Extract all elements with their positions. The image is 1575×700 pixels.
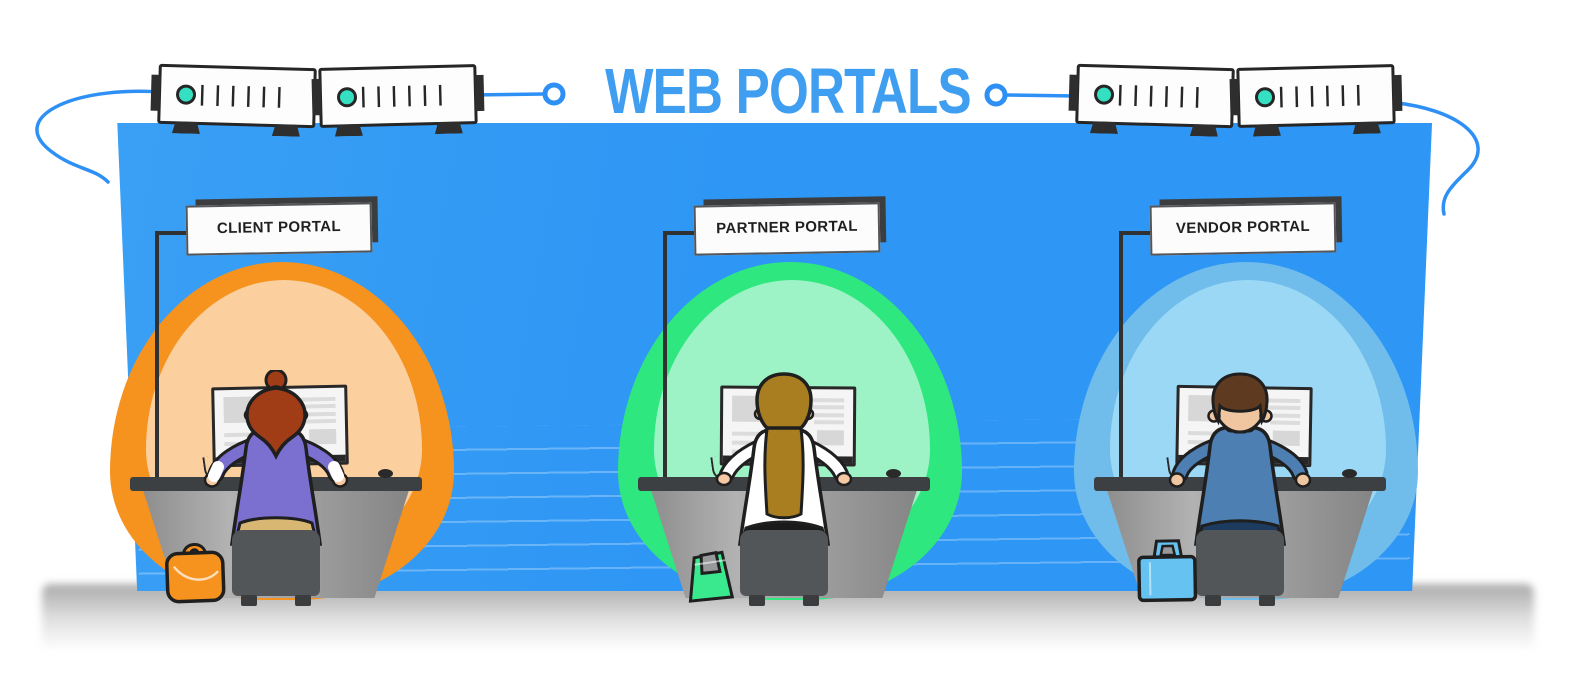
hair [755,372,813,430]
torso [230,428,322,546]
server-foot [1190,124,1218,137]
portal-scene-partner: PARTNER PORTAL [554,200,1014,612]
shopping-bag-green [688,550,735,603]
sign-client-portal: CLIENT PORTAL [185,202,373,256]
page-title: WEB PORTALS [604,55,972,127]
shopping-bag-orange [165,543,226,604]
person-client [203,370,349,546]
cuff [208,461,224,482]
sign-partner-portal: PARTNER PORTAL [693,202,881,256]
sign-pole [663,232,667,479]
server-side-tab [311,78,322,116]
hand [1168,472,1186,488]
hair [1211,372,1269,426]
cuff [328,461,344,482]
server-rack-left: |||||| |||||| [150,63,485,128]
server-side-tab [1392,74,1403,112]
server-foot [1353,121,1381,134]
sign-pole [1119,232,1123,479]
power-led-icon [1254,87,1276,108]
vent-lines-icon: |||||| [1275,82,1369,110]
hand [835,471,853,487]
server-unit: |||||| [1068,63,1242,128]
vent-lines-icon: |||||| [196,82,290,111]
power-led-icon [175,84,197,105]
sign-label: VENDOR PORTAL [1175,217,1311,238]
person-partner [715,372,853,546]
hand [715,471,733,487]
chair [740,530,828,606]
person-vendor [1168,372,1312,546]
power-led-icon [336,87,358,108]
chair [232,530,320,606]
power-led-icon [1093,84,1115,105]
computer-mouse [378,469,393,478]
server-foot [335,124,363,137]
connector-node-icon [542,82,566,106]
server-rack-right: |||||| |||||| [1068,63,1403,128]
server-foot [1090,121,1118,134]
server-side-tab [1068,74,1079,111]
chair [1196,530,1284,606]
computer-mouse [1342,469,1357,478]
server-side-tab [1229,78,1240,116]
server-unit: |||||| [1229,64,1403,128]
sign-arm [663,231,697,235]
portal-scene-client: CLIENT PORTAL [46,200,506,612]
server-side-tab [150,74,161,111]
shopping-bag-blue [1137,539,1198,603]
server-foot [272,124,300,137]
server-foot [435,121,463,134]
server-foot [1253,124,1281,137]
computer-mouse [886,469,901,478]
vent-lines-icon: |||||| [1114,82,1208,111]
cable-line-right [1004,93,1078,98]
sign-label: CLIENT PORTAL [216,217,342,238]
sign-pole [155,232,159,479]
server-side-tab [474,74,485,112]
hand [1294,472,1312,488]
server-foot [172,121,200,134]
sign-label: PARTNER PORTAL [715,217,858,238]
hair [245,386,307,460]
hair-fall [763,420,805,520]
connector-node-icon [984,83,1008,107]
portal-scene-vendor: VENDOR PORTAL [1010,200,1470,612]
server-unit: |||||| [150,63,324,128]
vent-lines-icon: |||||| [357,82,451,110]
sign-vendor-portal: VENDOR PORTAL [1149,202,1337,256]
server-unit: |||||| [311,64,485,128]
torso [1194,426,1286,546]
sign-arm [1119,231,1153,235]
sign-arm [155,231,189,235]
